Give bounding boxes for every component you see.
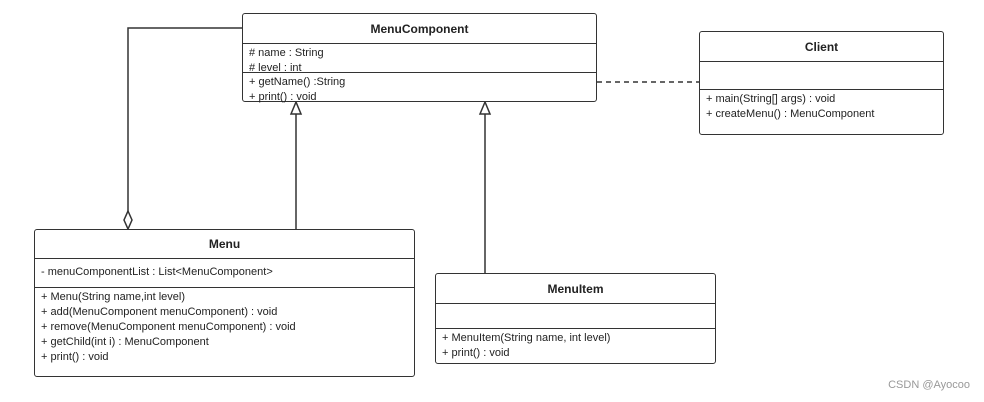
class-name: Menu [35,230,414,259]
operations-section: + Menu(String name,int level) + add(Menu… [35,288,414,367]
operation: + Menu(String name,int level) [41,291,185,303]
operation: + print() : void [41,351,109,363]
operations-section: + getName() :String + print() : void [243,73,596,107]
operation: + add(MenuComponent menuComponent) : voi… [41,306,278,318]
operations-section: + MenuItem(String name, int level) + pri… [436,329,715,363]
aggregation-diamond [123,209,133,231]
class-menuitem[interactable]: MenuItem + MenuItem(String name, int lev… [435,273,716,364]
attribute: # name : String [249,47,324,59]
attributes-section [700,62,943,90]
attribute: - menuComponentList : List<MenuComponent… [41,266,273,278]
operation: + print() : void [442,347,510,359]
class-name: MenuItem [436,274,715,304]
attribute: # level : int [249,62,302,74]
operation: + createMenu() : MenuComponent [706,108,875,120]
class-name: MenuComponent [243,14,596,44]
attributes-section: - menuComponentList : List<MenuComponent… [35,259,414,288]
operation: + print() : void [249,91,317,103]
watermark: CSDN @Ayocoo [888,379,970,391]
aggregation-line [127,27,242,212]
attributes-section: # name : String # level : int [243,44,596,74]
class-client[interactable]: Client + main(String[] args) : void + cr… [699,31,944,135]
attributes-section [436,304,715,329]
class-menu[interactable]: Menu - menuComponentList : List<MenuComp… [34,229,415,377]
operation: + getName() :String [249,76,346,88]
operation: + getChild(int i) : MenuComponent [41,336,209,348]
generalization-arrowhead-menu [289,100,303,115]
operation: + MenuItem(String name, int level) [442,332,611,344]
generalization-arrowhead-menuitem [478,100,492,115]
operations-section: + main(String[] args) : void + createMen… [700,90,943,124]
operation: + remove(MenuComponent menuComponent) : … [41,321,296,333]
class-name: Client [700,32,943,62]
operation: + main(String[] args) : void [706,93,836,105]
class-menucomponent[interactable]: MenuComponent # name : String # level : … [242,13,597,103]
